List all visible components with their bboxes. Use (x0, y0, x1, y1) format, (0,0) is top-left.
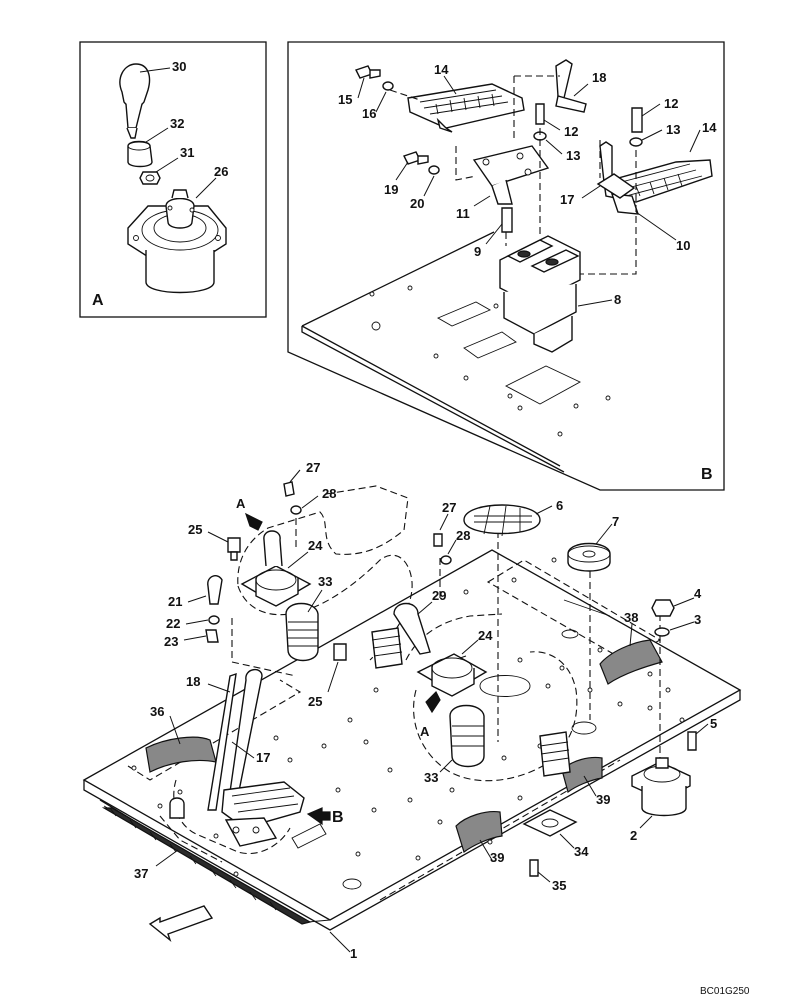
callout-29: 29 (432, 588, 446, 603)
view-arrow-a-lower: A (420, 724, 430, 739)
callout-11: 11 (456, 206, 470, 221)
callout-21: 21 (168, 594, 182, 609)
callout-27-lower: 27 (442, 500, 456, 515)
callout-24-upper: 24 (308, 538, 323, 553)
callout-5: 5 (710, 716, 717, 731)
callout-18-inset: 18 (592, 70, 606, 85)
callout-36: 36 (150, 704, 164, 719)
main-callouts: 27 28 6 7 27 28 25 24 21 22 23 33 29 24 … (134, 460, 717, 961)
callout-14-left: 14 (434, 62, 449, 77)
callout-13-right: 13 (666, 122, 680, 137)
hatched-seals (145, 639, 663, 853)
callout-1: 1 (350, 946, 357, 961)
callout-33-lower: 33 (424, 770, 438, 785)
inset-b-floor (301, 231, 611, 473)
inset-b-dashed-guides (389, 75, 637, 275)
callout-26: 26 (214, 164, 228, 179)
callout-10: 10 (676, 238, 690, 253)
inset-a-label: A (92, 292, 104, 309)
callout-4: 4 (694, 586, 702, 601)
callout-22: 22 (166, 616, 180, 631)
callout-38: 38 (624, 610, 638, 625)
callout-28-upper: 28 (322, 486, 336, 501)
callout-25-lower: 25 (308, 694, 322, 709)
callout-19: 19 (384, 182, 398, 197)
callout-2: 2 (630, 828, 637, 843)
inset-a-parts (119, 63, 227, 294)
callout-35: 35 (552, 878, 566, 893)
inset-b-callouts: 14 15 16 18 12 12 13 13 14 17 19 20 11 1… (338, 62, 717, 307)
main-parts (109, 481, 697, 911)
callout-14-right: 14 (702, 120, 717, 135)
inset-b-label: B (701, 466, 713, 483)
drawing-code: BC01G250 (700, 986, 750, 997)
callout-32: 32 (170, 116, 184, 131)
callout-28-lower: 28 (456, 528, 470, 543)
inset-b-pedals (355, 59, 713, 353)
front-direction-arrow (148, 905, 214, 943)
inset-b-frame: B (287, 41, 725, 491)
callout-33-upper: 33 (318, 574, 332, 589)
callout-3: 3 (694, 612, 701, 627)
callout-12-right: 12 (664, 96, 678, 111)
callout-39-left: 39 (490, 850, 504, 865)
callout-17-inset: 17 (560, 192, 574, 207)
callout-37: 37 (134, 866, 148, 881)
callout-31: 31 (180, 145, 194, 160)
callout-23: 23 (164, 634, 178, 649)
callout-12-left: 12 (564, 124, 578, 139)
callout-16: 16 (362, 106, 376, 121)
view-arrow-a-upper: A (236, 496, 246, 511)
callout-27-upper: 27 (306, 460, 320, 475)
view-arrow-b: B (332, 809, 344, 826)
callout-8: 8 (614, 292, 621, 307)
callout-17-main: 17 (256, 750, 270, 765)
view-arrows: A A B (148, 496, 441, 943)
callout-15: 15 (338, 92, 352, 107)
inset-a-callouts: 30 32 31 26 (139, 59, 228, 199)
callout-30: 30 (172, 59, 186, 74)
callout-7: 7 (612, 514, 619, 529)
callout-39-right: 39 (596, 792, 610, 807)
inset-a-frame: A (79, 41, 267, 318)
callout-24-lower: 24 (478, 628, 493, 643)
callout-6: 6 (556, 498, 563, 513)
callout-20: 20 (410, 196, 424, 211)
callout-25-upper: 25 (188, 522, 202, 537)
callout-13-left: 13 (566, 148, 580, 163)
callout-9: 9 (474, 244, 481, 259)
callout-34: 34 (574, 844, 589, 859)
callout-18-main: 18 (186, 674, 200, 689)
